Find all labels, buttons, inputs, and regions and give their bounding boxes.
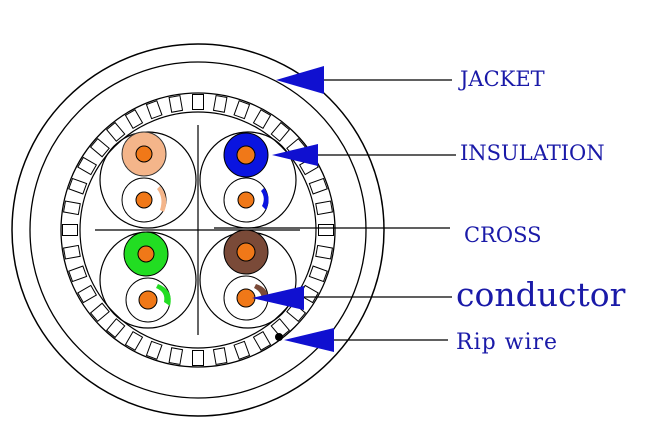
shield-tooth — [124, 330, 144, 351]
rip-wire-pointer — [284, 328, 448, 352]
shield-tooth — [212, 94, 228, 113]
shield-tooth — [168, 94, 184, 113]
pair-blue-striped-conductor — [237, 191, 255, 209]
shield-tooth — [68, 265, 88, 283]
shield-tooth — [89, 302, 110, 323]
insulation-pointer — [272, 144, 456, 166]
shield-tooth — [192, 94, 204, 110]
conductor-label: conductor — [456, 275, 626, 314]
pair-green-striped-conductor — [138, 290, 158, 310]
pair-orange-striped-conductor — [135, 191, 153, 209]
shield-tooth — [270, 318, 291, 339]
jacket-inner-circle — [29, 61, 367, 399]
shield-tooth — [62, 244, 81, 260]
insulation-arrowhead — [272, 144, 318, 166]
conductor-pointer — [252, 286, 452, 310]
insulation-label: INSULATION — [460, 141, 605, 165]
shield-tooth — [168, 347, 184, 366]
shield-tooth — [270, 121, 291, 142]
pair-orange-solid-conductor — [135, 145, 153, 163]
shield-outer-circle — [60, 92, 336, 368]
pair-blue-stripe — [261, 188, 269, 210]
shield-tooth — [212, 347, 228, 366]
shield-tooth — [252, 330, 272, 351]
shield-tooth — [62, 224, 78, 236]
shield-tooth — [77, 284, 98, 304]
shield-tooth — [315, 244, 334, 260]
shield-tooth — [233, 340, 251, 360]
shield-tooth — [62, 200, 81, 216]
shield-tooth — [105, 121, 126, 142]
pair-orange — [99, 131, 197, 229]
shield-inner-circle — [79, 111, 317, 349]
pair-blue — [199, 131, 297, 229]
jacket-outer-circle — [11, 43, 385, 417]
conductor-arrowhead — [252, 286, 304, 310]
rip-wire-dot — [275, 333, 283, 341]
shield-tooth — [145, 340, 163, 360]
pair-blue-solid-conductor — [236, 145, 256, 165]
shield-tooth — [145, 100, 163, 120]
shield-tooth — [68, 177, 88, 195]
shield-tooth — [89, 137, 110, 158]
shield-tooth — [124, 109, 144, 130]
pair-green — [99, 231, 197, 329]
shield-tooth — [318, 224, 334, 236]
rip-wire-arrowhead — [284, 328, 334, 352]
pair-green-stripe — [156, 284, 171, 306]
pair-green-solid-conductor — [137, 245, 155, 263]
jacket-label: JACKET — [458, 67, 545, 91]
shield-tooth — [308, 177, 328, 195]
rip-wire-label: Rip wire — [456, 330, 558, 355]
shield-tooth — [105, 318, 126, 339]
shield-teeth — [62, 94, 334, 366]
cross-label: CROSS — [464, 223, 542, 247]
jacket-pointer — [276, 66, 452, 94]
shield-tooth — [77, 156, 98, 176]
jacket-arrowhead — [276, 66, 324, 94]
pair-brown — [199, 229, 297, 329]
pair-orange-stripe — [157, 186, 167, 212]
shield-tooth — [252, 109, 272, 130]
shield-tooth — [192, 350, 204, 366]
shield-tooth — [233, 100, 251, 120]
shield-tooth — [315, 200, 334, 216]
pair-brown-solid-conductor — [236, 242, 256, 262]
shield-tooth — [308, 265, 328, 283]
